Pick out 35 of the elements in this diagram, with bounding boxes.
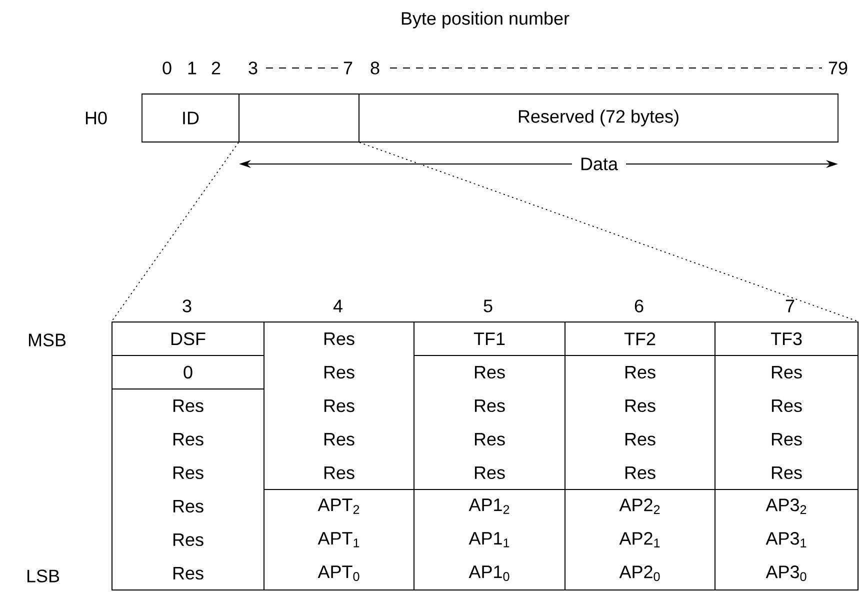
table-cell: Res Res Res Res: [714, 355, 858, 490]
table-cell: AP1$_{2}$ AP1$_{1}$ AP1$_{0}$: [414, 489, 566, 590]
field-box: [238, 94, 360, 142]
table-cell: AP3$_{2}$ AP3$_{1}$ AP3$_{0}$: [714, 489, 858, 590]
byte-number: 79: [828, 62, 848, 74]
row-label: H0: [86, 112, 107, 124]
table-cell: TF1: [414, 322, 566, 356]
table-cell: Res Res Res Res: [414, 355, 566, 490]
heading: Byte position number: [402, 12, 570, 28]
byte-number: 7: [344, 62, 352, 74]
column-number: 3: [182, 300, 192, 312]
byte-number: 8: [370, 62, 380, 74]
table-cell: TF3: [714, 322, 858, 356]
table-cell: DSF: [112, 322, 264, 356]
column-number: 7: [786, 300, 794, 312]
table-cell: Res Res Res Res Res: [264, 322, 414, 490]
byte-number: 2: [212, 62, 220, 74]
byte-number: 3: [248, 62, 258, 74]
column-number: 6: [634, 300, 644, 312]
byte-number: 0: [162, 62, 172, 74]
table-cell: 0: [112, 355, 264, 390]
field-box: Reserved (72 bytes): [358, 94, 838, 142]
byte-number: 1: [188, 62, 196, 74]
table-cell: APT$_{2}$ APT$_{1}$ APT$_{0}$: [264, 489, 414, 590]
bit-label: LSB: [27, 570, 60, 582]
field-box: ID: [142, 94, 240, 142]
zoom-line: [359, 142, 859, 322]
table-cell: Res Res Res Res: [564, 355, 716, 490]
table-cell: TF2: [564, 322, 716, 356]
table-cell: Res Res Res Res Res Res: [112, 388, 264, 590]
dimension-label: Data: [572, 156, 626, 172]
column-number: 5: [484, 300, 492, 312]
bit-label: MSB: [28, 334, 66, 346]
zoom-line: [111, 142, 239, 322]
table-cell: AP2$_{2}$ AP2$_{1}$ AP2$_{0}$: [564, 489, 716, 590]
